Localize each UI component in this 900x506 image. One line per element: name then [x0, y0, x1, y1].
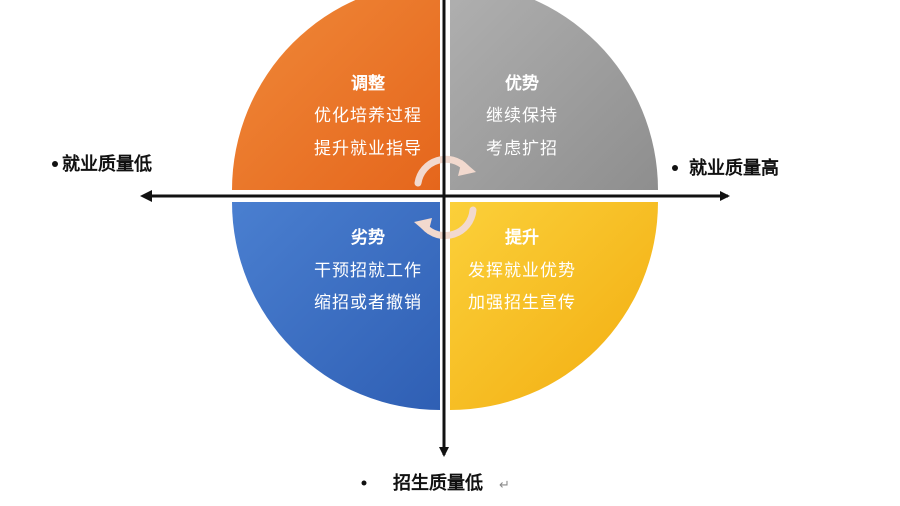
- quadrant-bottom-left-line1: 干预招就工作: [314, 261, 422, 281]
- quadrant-top-left-line2: 提升就业指导: [314, 139, 422, 159]
- quadrant-bottom-right-title: 提升: [505, 228, 539, 248]
- left-label-bullet: [52, 161, 58, 167]
- horizontal-axis-left-arrowhead: [140, 190, 152, 202]
- right-label-bullet: [672, 165, 678, 171]
- quadrant-top-right-line2: 考虑扩招: [486, 139, 558, 159]
- axis-label-right: 就业质量高: [689, 157, 779, 179]
- quadrant-top-left: [232, 0, 440, 190]
- quadrant-bottom-right: [450, 202, 658, 410]
- quadrant-top-right: [450, 0, 658, 190]
- quadrant-top-right-title: 优势: [505, 73, 539, 94]
- quadrant-bottom-left-title: 劣势: [351, 227, 385, 248]
- quadrant-top-left-line1: 优化培养过程: [314, 106, 422, 126]
- quadrant-bottom-left-line2: 缩招或者撤销: [314, 293, 422, 313]
- quadrant-top-right-line1: 继续保持: [486, 106, 558, 126]
- quadrant-bottom-right-line2: 加强招生宣传: [468, 293, 576, 313]
- quadrant-top-left-title: 调整: [351, 73, 385, 94]
- quadrant-bottom-left: [232, 202, 440, 410]
- bottom-label-bullet: [361, 480, 367, 486]
- axis-label-bottom: 招生质量低: [393, 472, 483, 494]
- axis-label-left: 就业质量低: [62, 153, 152, 175]
- quadrant-bottom-right-line1: 发挥就业优势: [468, 261, 576, 281]
- return-mark: ↵: [499, 478, 510, 493]
- cycle-arrows-icon: [414, 155, 477, 240]
